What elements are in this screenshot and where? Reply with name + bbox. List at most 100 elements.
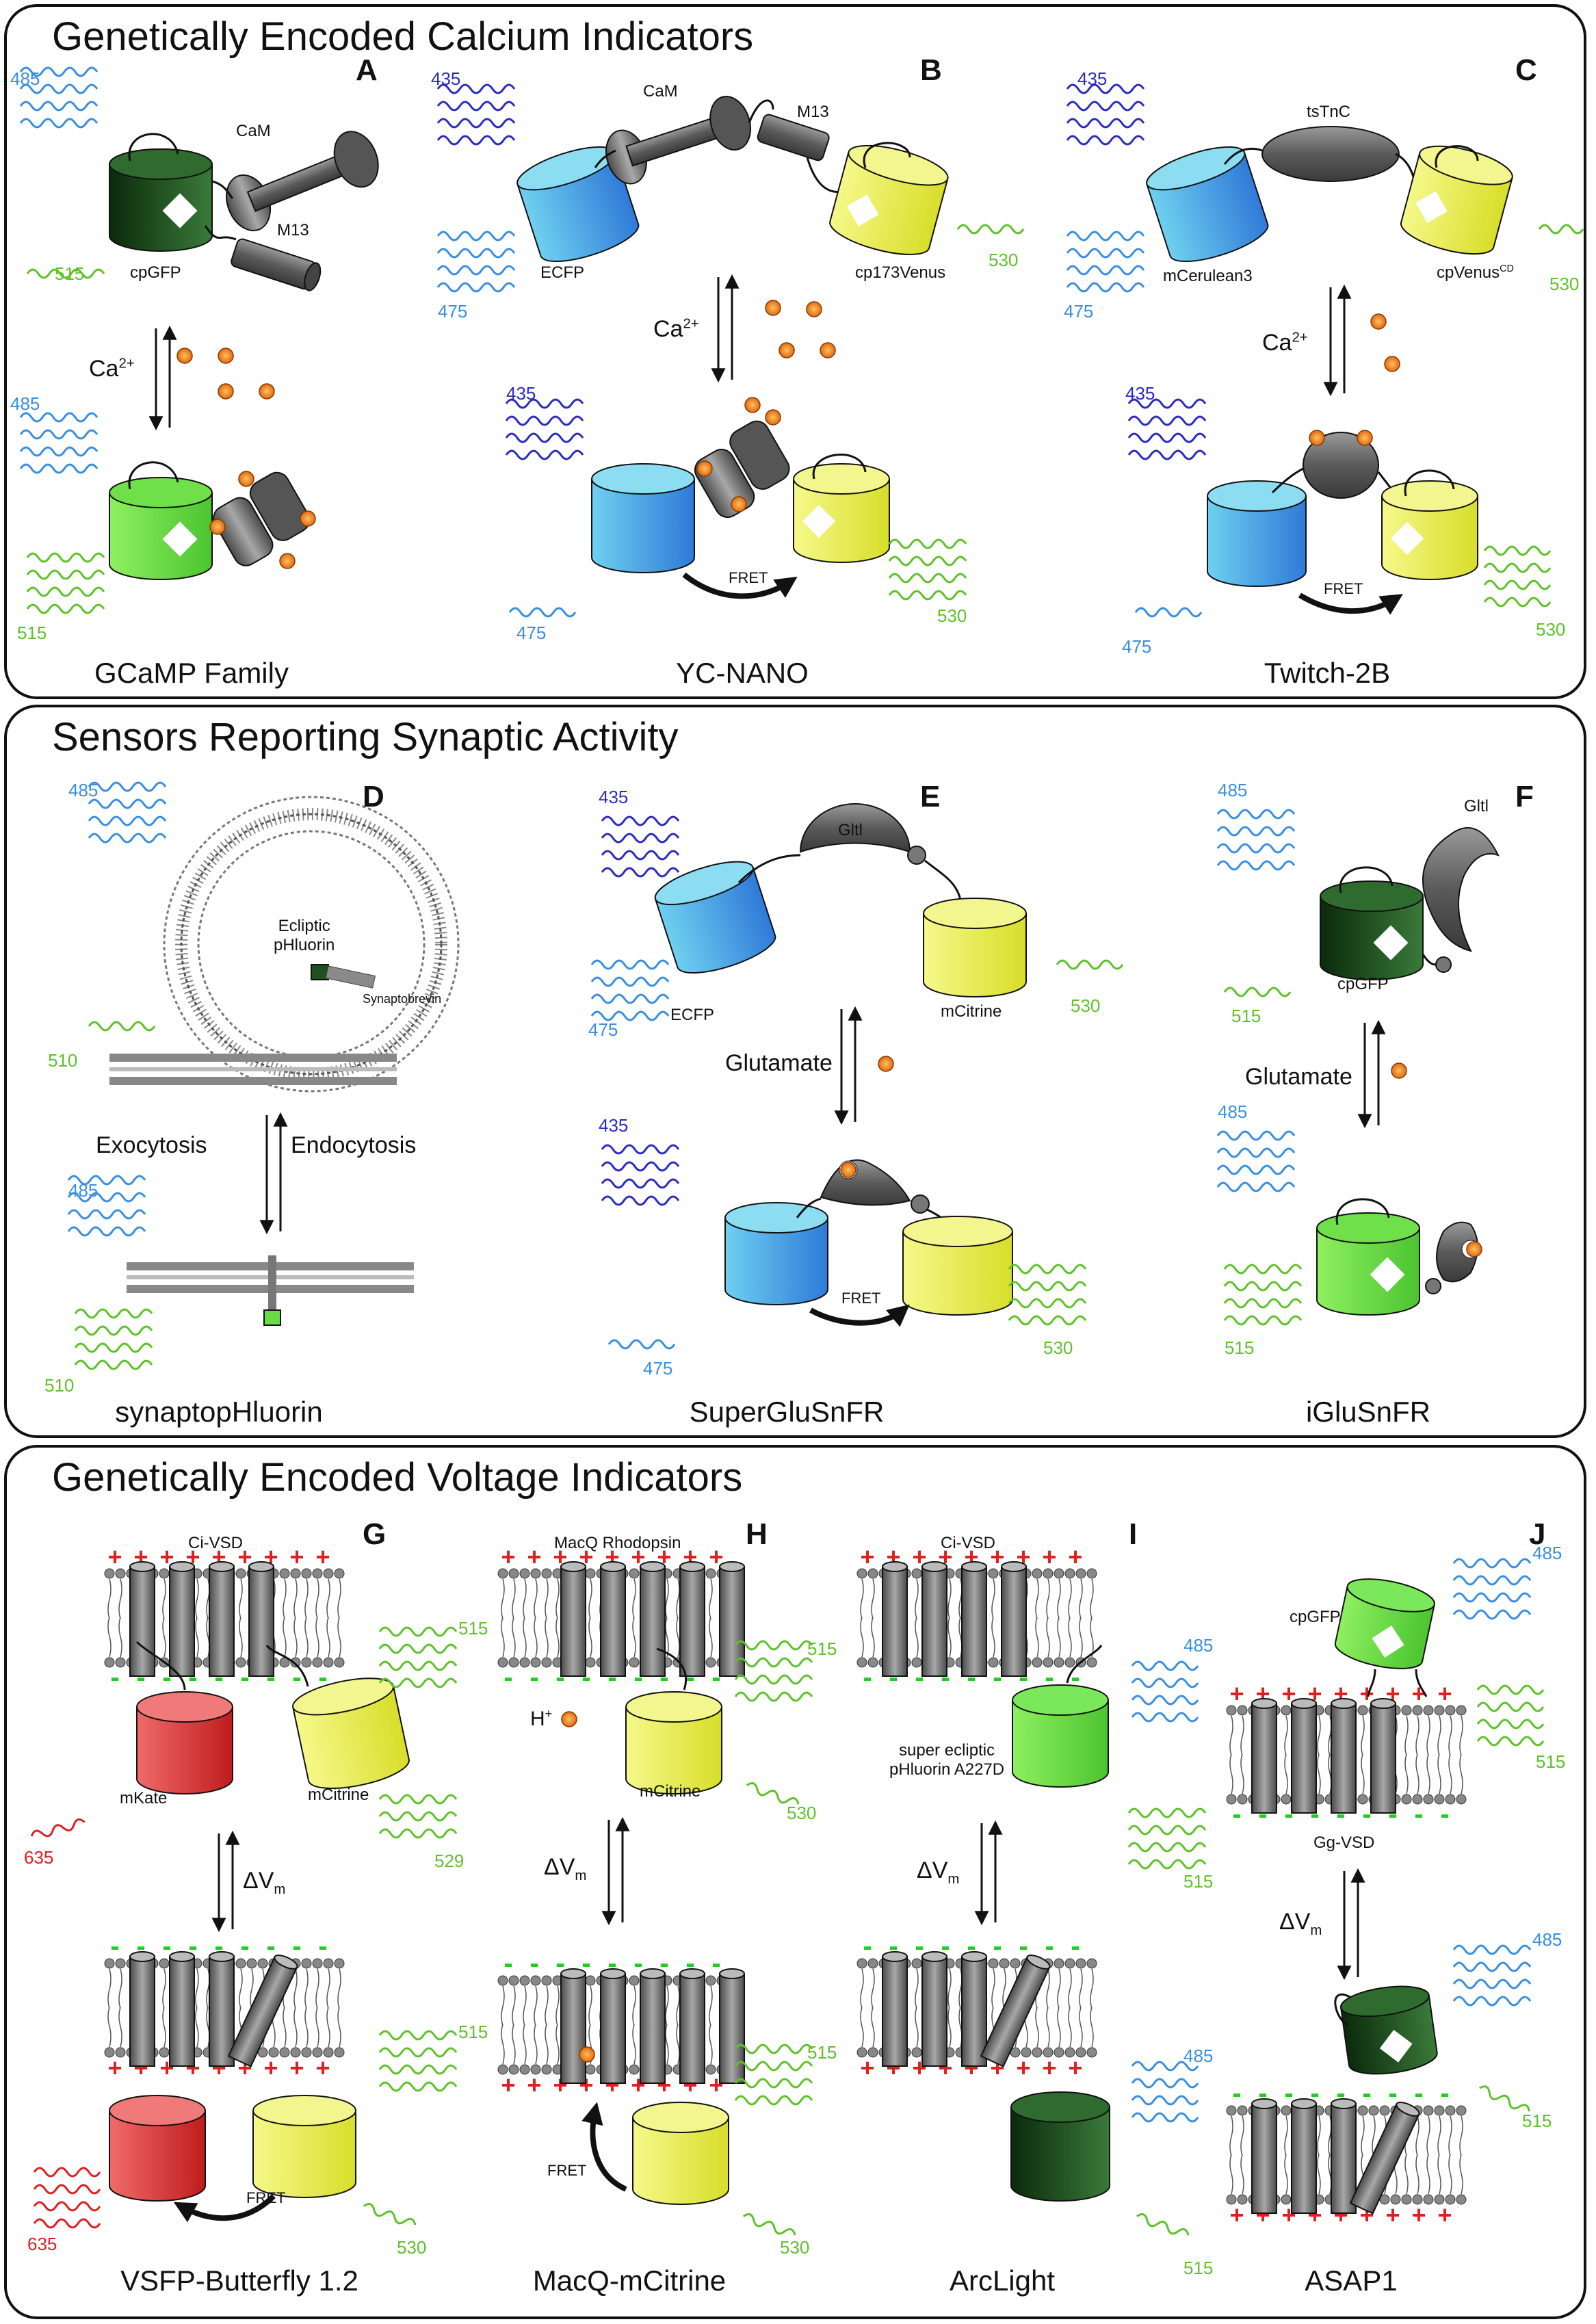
transmembrane-helix (600, 1968, 626, 2084)
transmembrane-helix (882, 1951, 908, 2067)
label-mcerulean3: mCerulean3 (1163, 267, 1253, 285)
panel-letter-c: C (1515, 53, 1537, 87)
svg-text:+: + (1411, 1680, 1426, 1708)
wavelength-515: 515 (1231, 1006, 1261, 1026)
transmembrane-helix (209, 1951, 235, 2067)
label-macq-rhodopsin: MacQ Rhodopsin (554, 1534, 681, 1552)
transmembrane-helix (679, 1561, 705, 1677)
wavelength-475: 475 (588, 1019, 618, 1040)
wavelength-475: 475 (643, 1358, 673, 1379)
svg-text:-: - (1414, 2078, 1423, 2108)
svg-text:-: - (1071, 1931, 1080, 1961)
transmembrane-helix (1251, 2098, 1277, 2214)
svg-text:+: + (1042, 2054, 1056, 2082)
label-cpgfp: cpGFP (1337, 975, 1389, 993)
svg-text:+: + (1281, 1680, 1296, 1708)
panel-letter-b: B (920, 53, 942, 87)
svg-text:-: - (503, 1948, 512, 1979)
trigger-delta-vm: ΔVm (544, 1854, 587, 1883)
svg-text:-: - (1284, 2078, 1293, 2108)
transmembrane-helix (169, 1561, 195, 1677)
wavelength-475: 475 (1064, 301, 1094, 322)
wavelength-485: 485 (10, 393, 40, 414)
svg-text:-: - (711, 1948, 720, 1979)
panel-letter-f: F (1515, 780, 1534, 813)
svg-text:-: - (162, 1931, 171, 1961)
transmembrane-helix (248, 1561, 274, 1677)
svg-text:+: + (860, 1543, 874, 1571)
caption-supergluSnFR: SuperGluSnFR (689, 1396, 885, 1428)
label-gg-vsd: Gg-VSD (1313, 1833, 1375, 1852)
svg-text:+: + (289, 1543, 304, 1571)
caption-iglusnfr: iGluSnFR (1305, 1396, 1431, 1428)
trigger-ca: Ca2+ (653, 316, 699, 342)
wavelength-530: 530 (1043, 1337, 1073, 1358)
voltage-membranes: +-+-+-+-+-+-+-+-+--+-+-+-+-+-+-+-+-++-+-… (104, 1543, 1467, 2229)
label-cpgfp: cpGFP (130, 263, 181, 282)
label-fret: FRET (1324, 580, 1363, 597)
label-gltl: Gltl (838, 821, 863, 839)
transmembrane-helix (169, 1951, 195, 2067)
svg-text:+: + (237, 1543, 252, 1571)
trigger-glutamate: Glutamate (1245, 1064, 1352, 1090)
panel-h-artwork (561, 1640, 813, 2236)
transmembrane-helix (560, 1561, 586, 1677)
wavelength-515: 515 (807, 1638, 837, 1659)
label-cpgfp: cpGFP (1290, 1608, 1341, 1626)
wavelength-529: 529 (434, 1851, 465, 1871)
svg-text:+: + (1385, 2201, 1400, 2229)
wavelength-515: 515 (807, 2042, 837, 2063)
trigger-delta-vm: ΔVm (917, 1857, 960, 1887)
trigger-delta-vm: ΔVm (243, 1868, 286, 1897)
svg-text:+: + (527, 2071, 541, 2099)
label-ci-vsd: Ci-VSD (941, 1534, 996, 1552)
wavelength-635: 635 (24, 1847, 54, 1868)
svg-text:-: - (110, 1931, 119, 1961)
wavelength-510: 510 (44, 1375, 75, 1396)
wavelength-530: 530 (787, 1803, 817, 1823)
svg-text:-: - (529, 1662, 538, 1693)
svg-text:+: + (1437, 2201, 1452, 2229)
transmembrane-helix (209, 1561, 235, 1677)
panel-letter-h: H (746, 1517, 768, 1551)
panel-letter-i: I (1129, 1517, 1138, 1551)
label-mcitrine: mCitrine (308, 1786, 369, 1804)
svg-text:-: - (110, 1662, 119, 1693)
wavelength-530: 530 (937, 605, 967, 626)
svg-text:-: - (1362, 1799, 1371, 1829)
wavelength-515: 515 (1183, 2258, 1214, 2278)
section-title: Genetically Encoded Voltage Indicators (52, 1455, 743, 1500)
label-fret: FRET (729, 569, 768, 586)
transmembrane-helix (129, 1561, 155, 1677)
panel-j-artwork (1334, 1558, 1545, 2112)
svg-text:-: - (240, 1931, 249, 1961)
wavelength-475: 475 (516, 623, 547, 643)
label-endocytosis: Endocytosis (291, 1132, 417, 1158)
svg-text:-: - (993, 1662, 1002, 1693)
wavelength-515: 515 (1183, 1871, 1214, 1892)
trigger-ca: Ca2+ (1262, 330, 1308, 356)
svg-text:+: + (1229, 1680, 1244, 1708)
transmembrane-helix (1370, 1698, 1396, 1814)
wavelength-515: 515 (458, 1618, 488, 1638)
wavelength-485: 485 (1218, 1101, 1248, 1122)
transmembrane-helix (640, 1561, 666, 1677)
label-fret: FRET (246, 2189, 286, 2206)
svg-text:-: - (529, 1948, 538, 1979)
wavelength-485: 485 (68, 780, 99, 800)
panel-letter-g: G (363, 1517, 387, 1551)
transmembrane-helix (560, 1968, 586, 2084)
label-proton: H+ (530, 1707, 553, 1730)
svg-text:-: - (711, 1662, 720, 1693)
svg-text:-: - (1414, 1799, 1423, 1829)
svg-text:+: + (709, 1543, 723, 1571)
svg-text:-: - (292, 1931, 301, 1961)
panel-a-artwork (19, 66, 379, 614)
svg-text:+: + (1068, 1543, 1082, 1571)
svg-text:-: - (1232, 2078, 1241, 2108)
panel-c-artwork (1066, 83, 1584, 618)
transmembrane-helix (921, 1951, 947, 2067)
label-synaptobrevin: Synaptobrevin (363, 992, 442, 1006)
wavelength-515: 515 (1225, 1337, 1255, 1358)
svg-text:+: + (912, 1543, 926, 1571)
